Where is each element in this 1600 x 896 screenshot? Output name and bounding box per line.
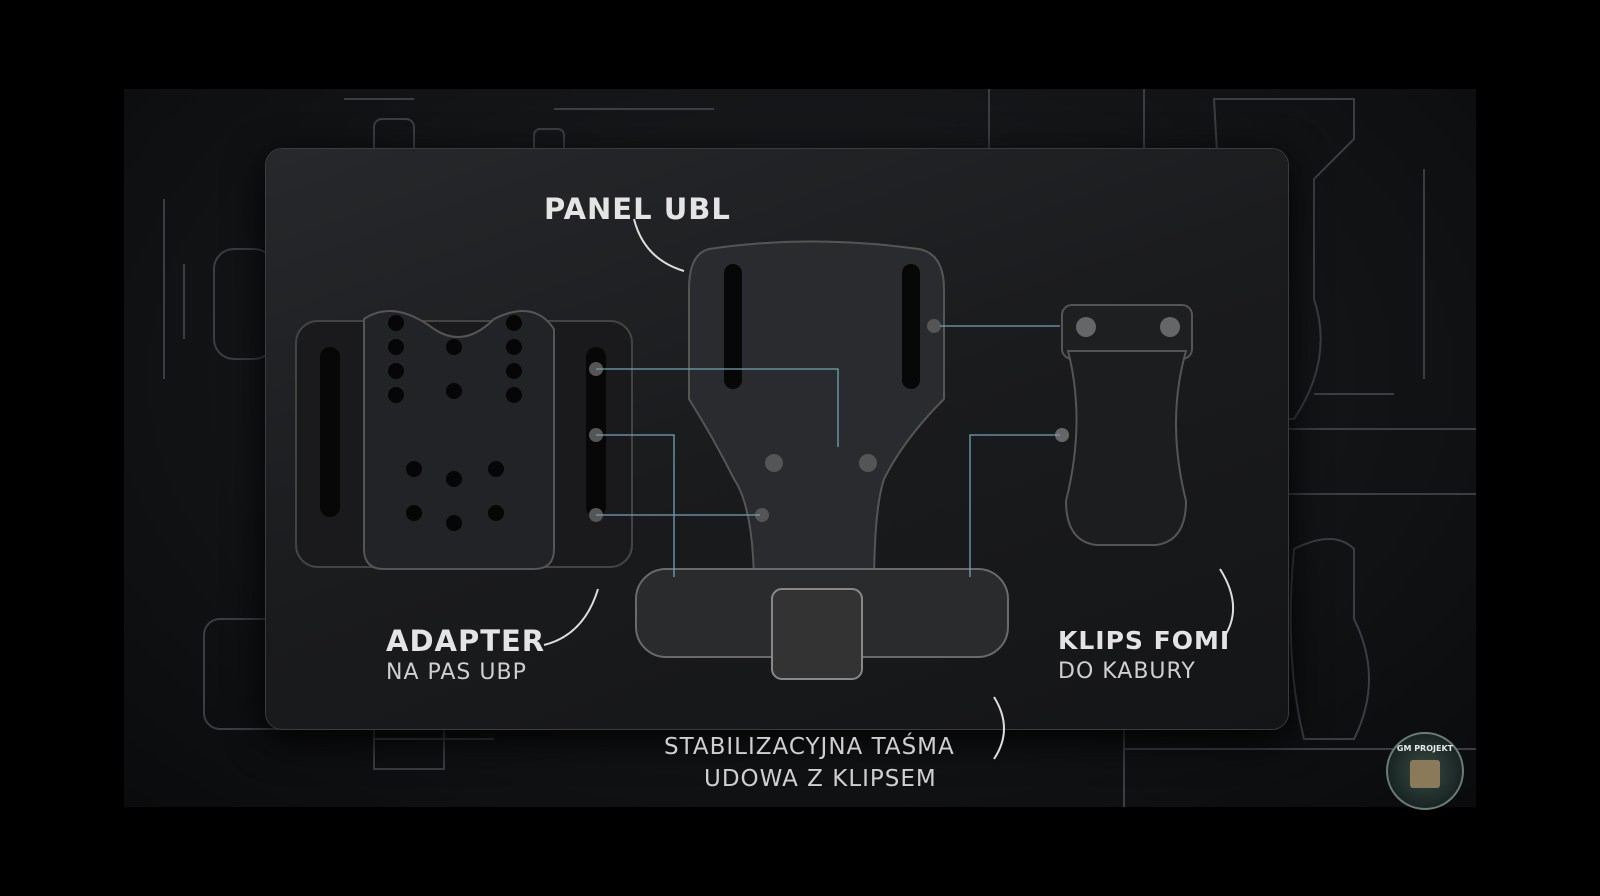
label-tasma: STABILIZACYJNA TAŚMA xyxy=(664,734,955,760)
label-klips-sub: DO KABURY xyxy=(1058,659,1196,684)
adapter-ubp xyxy=(295,310,633,570)
product-illustration xyxy=(295,218,1235,760)
label-adapter-sub: NA PAS UBP xyxy=(386,660,527,685)
label-panel-ubl: PANEL UBL xyxy=(544,192,731,226)
panel-ubl xyxy=(688,240,945,590)
leader-lines xyxy=(596,325,1060,577)
gm-projekt-logo: GM PROJEKT xyxy=(1386,732,1464,810)
label-klips: KLIPS FOMI xyxy=(1058,626,1231,655)
label-tasma-sub: UDOWA Z KLIPSEM xyxy=(704,766,937,792)
thigh-strap xyxy=(635,568,1009,680)
holster-emblem-icon xyxy=(1410,760,1440,788)
logo-text: GM PROJEKT xyxy=(1396,744,1454,753)
callout-arrows xyxy=(543,218,1235,760)
klips-fomi xyxy=(1055,304,1193,546)
label-adapter: ADAPTER xyxy=(386,624,546,658)
product-scene xyxy=(124,89,1476,807)
